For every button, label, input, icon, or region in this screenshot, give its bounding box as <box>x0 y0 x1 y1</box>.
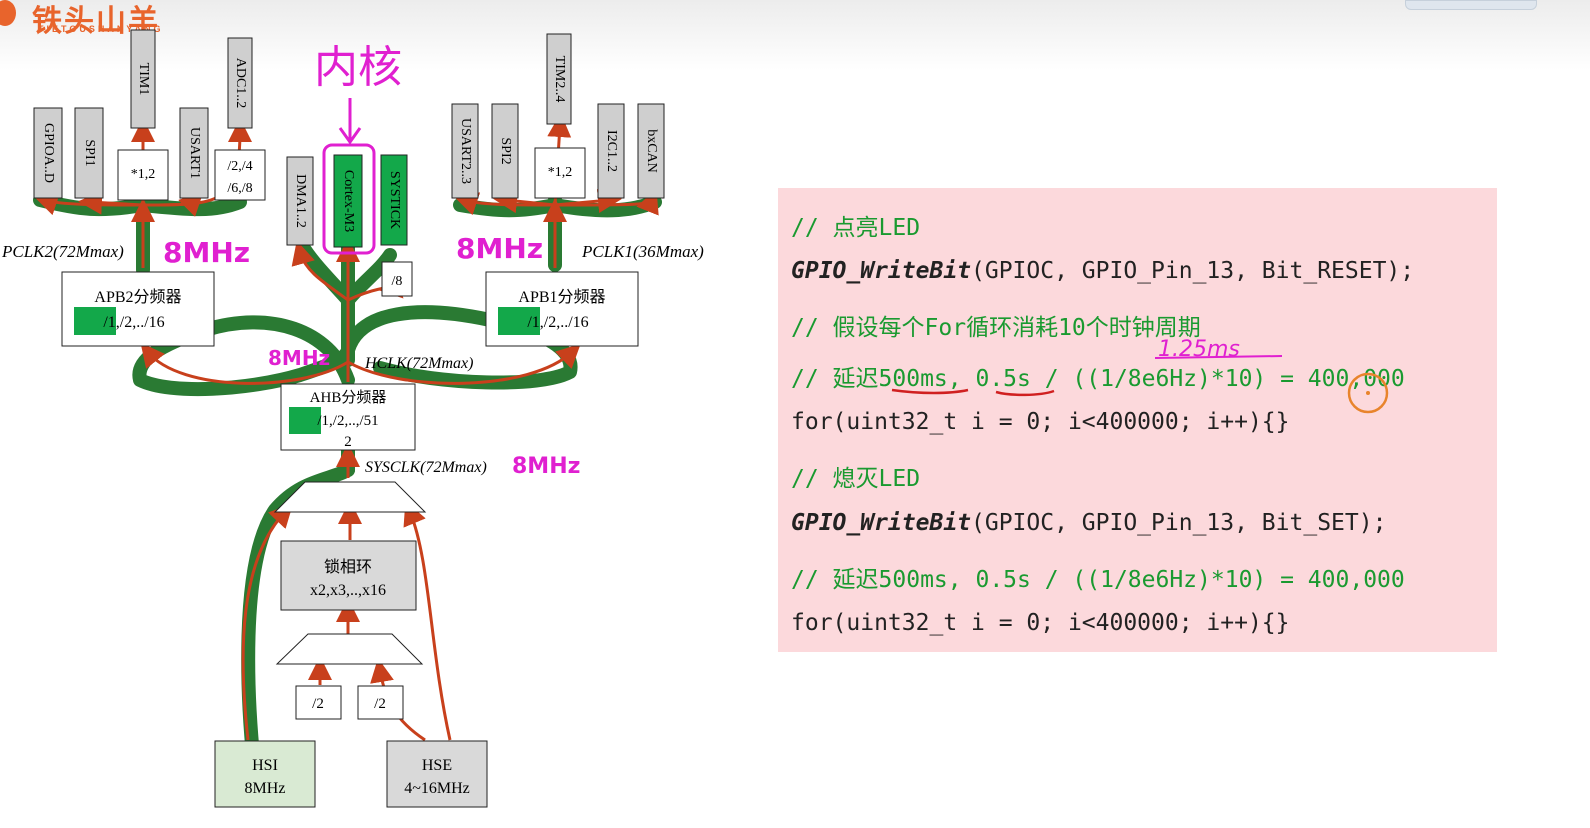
periph-usart2 <box>451 103 479 199</box>
ahb-options-wrap: 2 <box>344 434 352 450</box>
core-systick-label: SYSTICK <box>387 171 402 229</box>
apb2-title: APB2分频器 <box>94 288 181 306</box>
ahb-selected-highlight <box>289 407 321 434</box>
periph-adc-label: ADC1..2 <box>233 58 248 109</box>
adc-div-box <box>214 149 266 201</box>
periph-usart1 <box>179 107 209 199</box>
brand-logo: 铁头山羊 TIETOUSHANYANG <box>0 0 161 40</box>
core-dma-label: DMA1..2 <box>293 174 308 228</box>
systick-div-box <box>381 261 413 297</box>
adc-div-line1: /2,/4 <box>227 159 252 174</box>
core-cortex-m3 <box>333 154 363 248</box>
clock-tree-diagram: GPIOA..D SPI1 TIM1 USART1 ADC1..2 *1,2 /… <box>1 29 704 808</box>
periph-i2c <box>597 103 625 199</box>
code-fn-name: GPIO_WriteBit <box>791 258 972 284</box>
adc-div-line2: /6,/8 <box>227 181 252 196</box>
apb1-title: APB1分频器 <box>518 288 605 306</box>
goat-logo-icon <box>0 0 16 26</box>
periph-bxcan-label: bxCAN <box>644 129 659 173</box>
apb1-selected-highlight <box>498 307 540 335</box>
code-fn-name: GPIO_WriteBit <box>791 510 972 536</box>
hw-8mhz-hclk: 8MHz <box>268 346 330 370</box>
hw-8mhz-apb1: 8MHz <box>456 232 543 265</box>
periph-tim1-label: TIM1 <box>136 63 151 96</box>
systick-div-label: /8 <box>392 274 403 289</box>
ahb-options: /1,/2,..,/51 <box>317 413 378 429</box>
pll-title: 锁相环 <box>324 558 372 576</box>
hclk-label: HCLK(72Mmax) <box>364 355 473 372</box>
player-control-widget[interactable] <box>1405 0 1537 10</box>
core-dma <box>286 156 314 246</box>
code-comment-light-off: // 熄灭LED <box>791 466 921 492</box>
pll-block <box>280 540 417 611</box>
mult-right-label: *1,2 <box>548 165 573 180</box>
hsi-freq: 8MHz <box>245 780 286 797</box>
hse-div-box <box>357 685 404 720</box>
pclk2-label: PCLK2(72Mmax) <box>1 242 124 261</box>
periph-spi2 <box>491 103 519 199</box>
sysclk-mux <box>273 481 427 513</box>
code-comment-light-on: // 点亮LED <box>791 215 921 241</box>
code-panel: // 点亮LED GPIO_WriteBit(GPIOC, GPIO_Pin_1… <box>778 188 1497 652</box>
hse-oscillator <box>386 740 488 808</box>
hw-8mhz-apb2: 8MHz <box>163 236 250 269</box>
periph-spi1 <box>74 107 104 199</box>
periph-spi2-label: SPI2 <box>498 137 513 164</box>
code-writebit-set: GPIO_WriteBit(GPIOC, GPIO_Pin_13, Bit_SE… <box>791 510 1386 536</box>
periph-i2c-label: I2C1..2 <box>604 130 619 172</box>
periph-usart2-label: USART2..3 <box>458 118 473 184</box>
apb1-options: /1,/2,../16 <box>527 314 588 331</box>
code-comment-assume: // 假设每个For循环消耗10个时钟周期 <box>791 315 1201 341</box>
core-annotation: 内核 <box>314 42 402 93</box>
periph-tim2-label: TIM2..4 <box>552 56 567 103</box>
periph-gpioa <box>33 107 63 199</box>
apb2-options: /1,/2,../16 <box>103 314 164 331</box>
pll-source-mux <box>275 633 424 665</box>
periph-tim2 <box>546 33 572 125</box>
hse-div-label: /2 <box>374 696 386 712</box>
periph-usart1-label: USART1 <box>187 127 202 179</box>
core-highlight-ring <box>322 143 376 255</box>
code-comment-delay-2: // 延迟500ms, 0.5s / ((1/8e6Hz)*10) = 400,… <box>791 567 1405 593</box>
hsi-oscillator <box>214 740 316 808</box>
periph-adc <box>227 37 253 129</box>
sysclk-label: SYSCLK(72Mmax) <box>365 459 487 476</box>
code-for-loop-2: for(uint32_t i = 0; i<400000; i++){} <box>791 610 1290 636</box>
core-cortex-label: Cortex-M3 <box>341 170 356 232</box>
hsi-div-box <box>295 685 342 720</box>
hse-name: HSE <box>422 757 452 774</box>
core-annotation-arrow-icon <box>338 98 362 145</box>
top-band <box>0 0 1590 70</box>
apb2-selected-highlight <box>74 307 116 335</box>
periph-tim1 <box>130 29 156 129</box>
pclk1-label: PCLK1(36Mmax) <box>581 242 704 261</box>
periph-gpioa-label: GPIOA..D <box>41 123 56 183</box>
brand-name-en: TIETOUSHANYANG <box>38 24 164 34</box>
core-systick <box>380 154 408 246</box>
red-arrow-paths <box>33 113 659 742</box>
hsi-name: HSI <box>252 757 278 774</box>
mult-left-label: *1,2 <box>131 167 156 182</box>
code-for-loop-1: for(uint32_t i = 0; i<400000; i++){} <box>791 409 1290 435</box>
hse-freq: 4~16MHz <box>404 780 470 797</box>
code-fn-args: (GPIOC, GPIO_Pin_13, Bit_RESET); <box>971 258 1415 284</box>
hw-8mhz-sysclk: 8MHz <box>512 454 580 479</box>
code-writebit-reset: GPIO_WriteBit(GPIOC, GPIO_Pin_13, Bit_RE… <box>791 258 1414 284</box>
periph-spi1-label: SPI1 <box>82 139 97 166</box>
periph-bxcan <box>637 103 665 199</box>
code-comment-delay-1: // 延迟500ms, 0.5s / ((1/8e6Hz)*10) = 400,… <box>791 366 1405 392</box>
pll-options: x2,x3,..,x16 <box>310 582 386 599</box>
ahb-title: AHB分频器 <box>310 389 387 406</box>
mult-left-box <box>117 149 169 201</box>
mult-right-box <box>534 147 586 199</box>
code-fn-args: (GPIOC, GPIO_Pin_13, Bit_SET); <box>971 510 1387 536</box>
hsi-div-label: /2 <box>312 696 324 712</box>
